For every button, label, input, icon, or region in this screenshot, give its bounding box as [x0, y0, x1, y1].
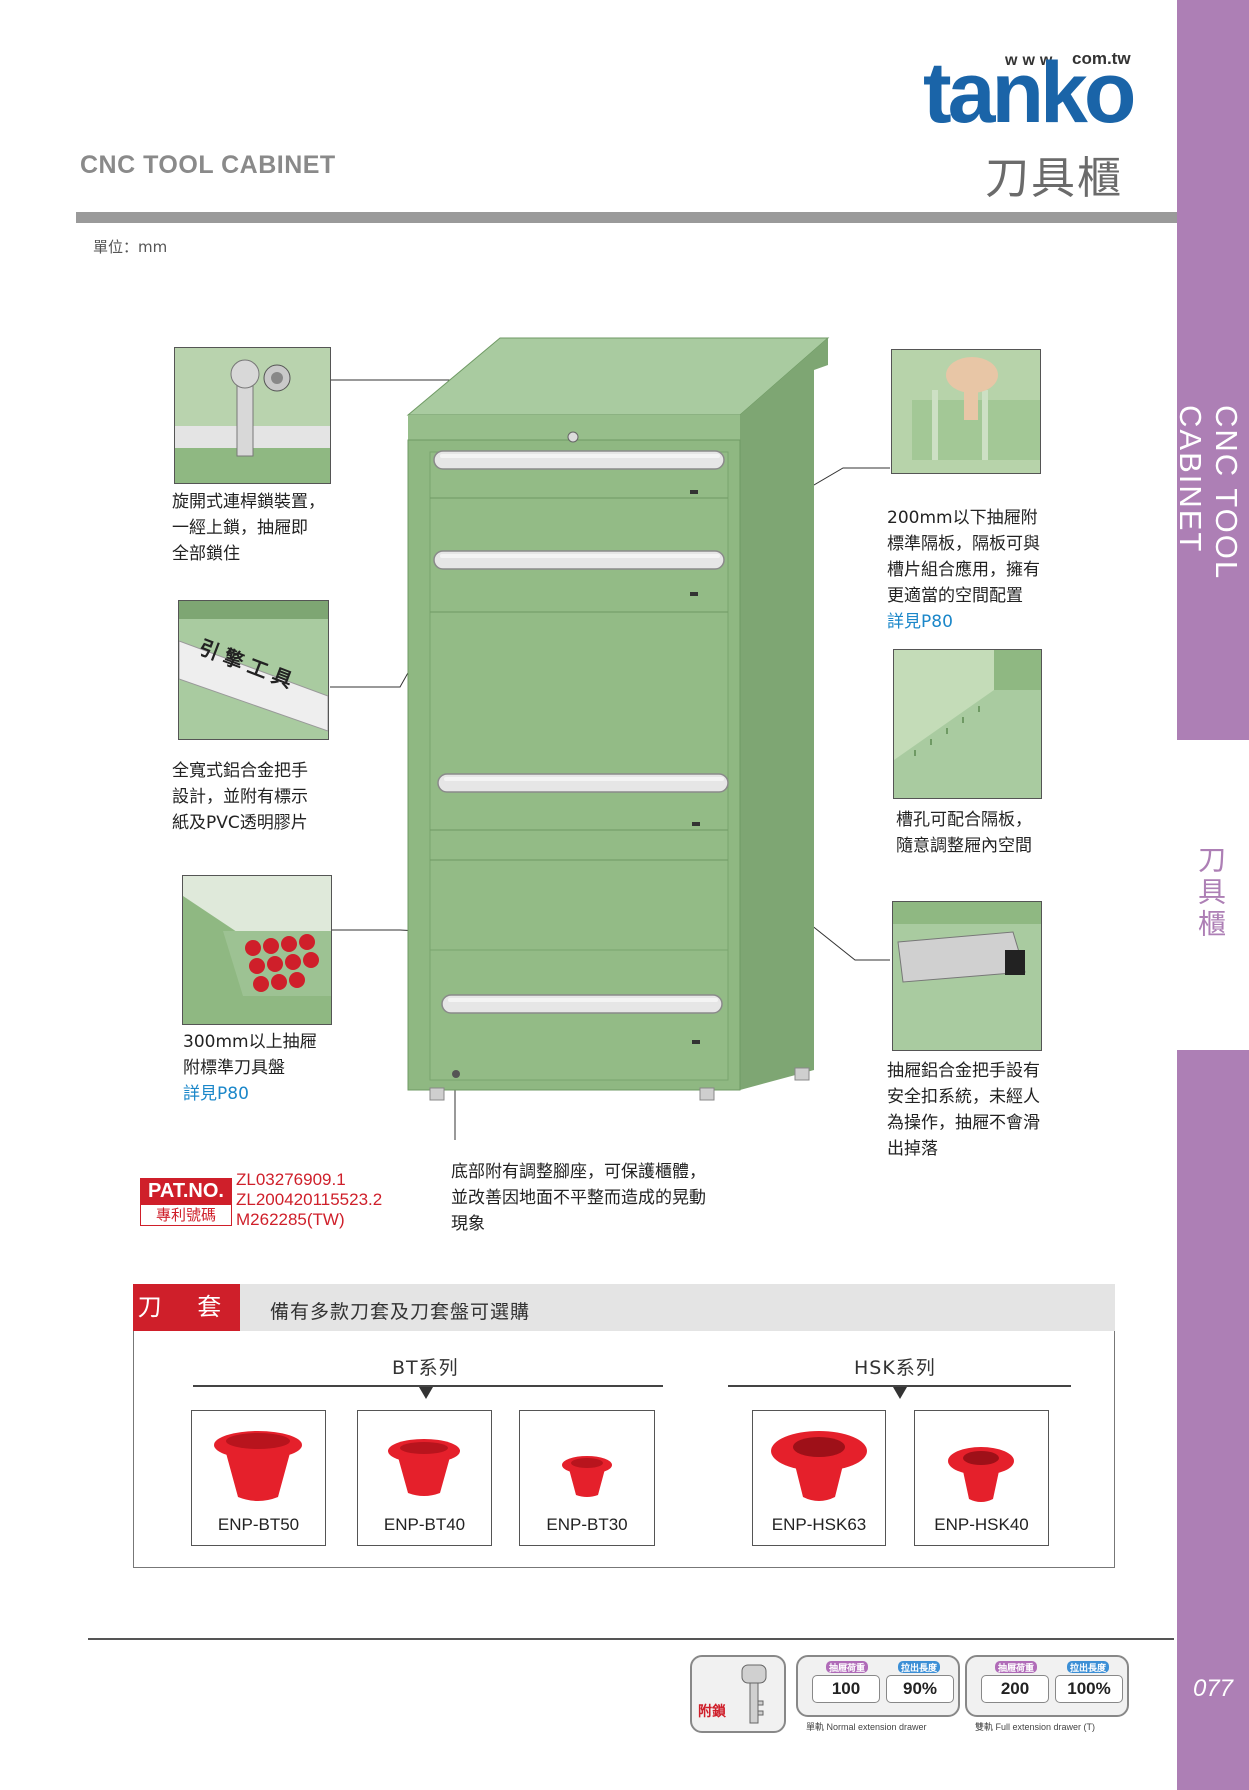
tool-holder-header — [133, 1284, 1115, 1331]
badge-value: 100 — [812, 1675, 880, 1703]
logo-domain: com.tw — [1072, 49, 1131, 68]
badge-tag: 拉出長度 — [1067, 1661, 1109, 1674]
brand-logo: tanko — [923, 45, 1136, 141]
feet-caption: 底部附有調整腳座，可保護櫃體，並改善因地面不平整而造成的晃動現象 — [451, 1162, 706, 1234]
tool-holder-hsk63-icon — [771, 1431, 867, 1501]
lock-key-label: 附鎖 — [698, 1704, 726, 1720]
tool-holder-bt50-icon — [214, 1431, 302, 1501]
tray-see-page-link[interactable]: 詳見P80 — [183, 1084, 249, 1104]
normal-extension-badge: 抽屜荷重 100 拉出長度 90% — [796, 1655, 960, 1717]
tool-tray-image — [182, 875, 332, 1025]
tool-cabinet-image — [406, 337, 830, 1101]
patent-numbers: ZL03276909.1 ZL200420115523.2 M262285(TW… — [236, 1170, 382, 1230]
badge-tag: 拉出長度 — [898, 1661, 940, 1674]
header-rule — [76, 212, 1177, 223]
safety-latch-image — [892, 901, 1042, 1051]
page-title: 刀具櫃 — [985, 153, 1123, 204]
side-band-gap — [1177, 740, 1249, 1050]
lock-caption: 旋開式連桿鎖裝置，一經上鎖，抽屜即全部鎖住 — [172, 492, 325, 564]
slot-caption: 槽孔可配合隔板，隨意調整屜內空間 — [896, 810, 1032, 856]
product-label: ENP-BT40 — [383, 1515, 466, 1534]
safety-caption: 抽屜鋁合金把手設有安全扣系統，未經人為操作，抽屜不會滑出掉落 — [887, 1061, 1040, 1159]
divider-caption: 200mm以下抽屜附標準隔板，隔板可與槽片組合應用，擁有更適當的空間配置 詳見P… — [887, 505, 1040, 635]
tray-caption: 300mm以上抽屜附標準刀具盤 詳見P80 — [183, 1029, 317, 1107]
side-band-cn-label: 刀具櫃 — [1194, 845, 1227, 941]
tool-holder-title: 刀 套 — [133, 1284, 240, 1331]
normal-extension-caption: 單軌 Normal extension drawer — [806, 1722, 927, 1732]
lock-key-badge: 附鎖 — [690, 1655, 786, 1733]
product-card-bt40[interactable]: ENP-BT40 — [357, 1410, 492, 1546]
badge-tag: 抽屜荷重 — [826, 1661, 868, 1674]
bt-series-label: BT系列 — [392, 1357, 459, 1379]
handle-caption: 全寬式鋁合金把手設計，並附有標示紙及PVC透明膠片 — [172, 761, 308, 833]
product-card-bt30[interactable]: ENP-BT30 — [519, 1410, 655, 1546]
hsk-series-arrow-icon — [893, 1387, 907, 1399]
patent-badge-cn: 專利號碼 — [140, 1204, 232, 1226]
unit-note: 單位：mm — [93, 238, 168, 256]
tool-holder-bt40-icon — [388, 1439, 460, 1496]
tool-holder-hsk40-icon — [948, 1447, 1014, 1502]
page-number: 077 — [1192, 1675, 1234, 1702]
badge-tag: 抽屜荷重 — [995, 1661, 1037, 1674]
product-card-bt50[interactable]: ENP-BT50 — [191, 1410, 326, 1546]
product-card-hsk63[interactable]: ENP-HSK63 — [752, 1410, 886, 1546]
slot-detail-image — [893, 649, 1042, 799]
full-extension-badge: 抽屜荷重 200 拉出長度 100% — [965, 1655, 1129, 1717]
tool-holder-description: 備有多款刀套及刀套盤可選購 — [270, 1301, 531, 1323]
hsk-series-label: HSK系列 — [854, 1357, 936, 1379]
logo-www: www — [1005, 52, 1058, 69]
lock-detail-image — [174, 347, 331, 484]
divider-see-page-link[interactable]: 詳見P80 — [887, 612, 953, 632]
product-card-hsk40[interactable]: ENP-HSK40 — [914, 1410, 1049, 1546]
side-band-title: CNC TOOL CABINET — [1173, 405, 1244, 579]
product-label: ENP-BT30 — [546, 1515, 628, 1534]
product-label: ENP-HSK63 — [771, 1515, 867, 1534]
patent-number: ZL03276909.1 — [236, 1170, 346, 1189]
tool-holder-bt30-icon — [562, 1456, 612, 1497]
handle-detail-image: 引擎工具 — [178, 600, 329, 740]
product-label: ENP-HSK40 — [934, 1515, 1029, 1534]
badge-value: 200 — [981, 1675, 1049, 1703]
hsk-series-line — [728, 1385, 1071, 1387]
bt-series-arrow-icon — [419, 1387, 433, 1399]
divider-detail-image — [891, 349, 1041, 474]
bt-series-line — [193, 1385, 663, 1387]
badge-value: 90% — [886, 1675, 954, 1703]
product-label: ENP-BT50 — [217, 1515, 300, 1534]
patent-number: ZL200420115523.2 — [236, 1190, 383, 1209]
badge-value: 100% — [1055, 1675, 1123, 1703]
full-extension-caption: 雙軌 Full extension drawer (T) — [975, 1722, 1096, 1732]
category-title: CNC TOOL CABINET — [80, 151, 336, 179]
side-band-bottom — [1177, 1050, 1249, 1790]
key-icon — [741, 1664, 767, 1724]
side-band-top — [1177, 0, 1249, 740]
patent-number: M262285(TW) — [236, 1210, 345, 1229]
footer-rule — [88, 1638, 1174, 1640]
patent-badge: PAT.NO. — [140, 1178, 232, 1204]
